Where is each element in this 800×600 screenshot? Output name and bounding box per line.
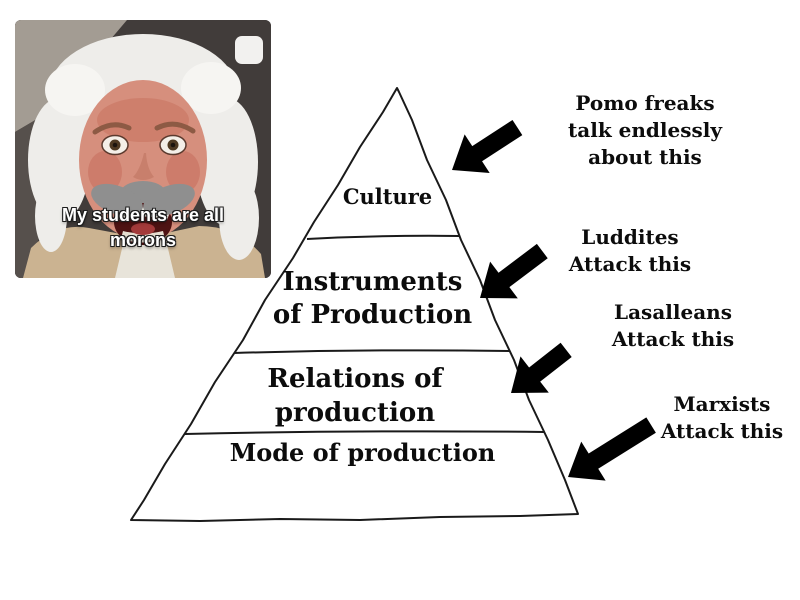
- meme-face-art: [15, 20, 271, 278]
- marxists-arrow-icon: [568, 417, 656, 481]
- pyramid-outline: [130, 87, 579, 522]
- annotation-pomo-line-1: Pomo freaks: [575, 91, 715, 115]
- meme-caption: My students are all morons: [15, 203, 271, 253]
- divider-culture: [306, 234, 460, 240]
- annotation-pomo-line-3: about this: [588, 145, 702, 169]
- pyramid-layer-relations-line-2: production: [274, 398, 436, 428]
- pyramid-layer-relations-line-1: Relations of: [267, 364, 443, 394]
- pyramid-layer-mode: Mode of production: [215, 438, 510, 468]
- lasalleans-arrow-icon: [511, 342, 572, 393]
- white-shirt: [115, 236, 175, 278]
- annotation-lasalleans-line-1: Lasalleans: [614, 300, 732, 324]
- gray-mustache: [91, 181, 195, 217]
- annotation-lasalleans-line-2: Attack this: [611, 327, 735, 351]
- meme-photo: My students are all morons: [15, 20, 271, 278]
- pyramid-layer-relations: Relations of production: [230, 362, 480, 430]
- meme-caption-line-1: My students are all: [61, 205, 225, 225]
- annotation-pomo-line-2: talk endlessly: [568, 118, 722, 142]
- annotation-marxists: Marxists Attack this: [643, 391, 800, 445]
- pyramid-layer-culture: Culture: [320, 184, 455, 210]
- annotation-marxists-line-1: Marxists: [673, 392, 771, 416]
- luddites-arrow-icon: [480, 243, 548, 299]
- annotation-luddites-line-2: Attack this: [568, 252, 692, 276]
- ui-chip: [235, 36, 263, 64]
- pomo-arrow-icon: [452, 119, 523, 173]
- annotation-pomo: Pomo freaks talk endlessly about this: [552, 90, 738, 171]
- pyramid-layer-instruments: Instruments of Production: [250, 266, 495, 332]
- meme-caption-line-2: morons: [109, 230, 176, 250]
- wig-locks: [35, 176, 259, 260]
- annotation-lasalleans: Lasalleans Attack this: [594, 299, 752, 353]
- pyramid-layer-instruments-line-2: of Production: [272, 300, 473, 330]
- annotation-luddites-line-1: Luddites: [581, 225, 679, 249]
- divider-relations: [184, 430, 545, 435]
- pyramid-layer-mode-label: Mode of production: [229, 438, 496, 467]
- divider-instruments: [233, 349, 510, 354]
- annotation-marxists-line-2: Attack this: [660, 419, 784, 443]
- pyramid-layer-culture-label: Culture: [342, 184, 433, 209]
- pyramid-layer-instruments-line-1: Instruments: [282, 267, 463, 297]
- annotation-luddites: Luddites Attack this: [553, 224, 707, 278]
